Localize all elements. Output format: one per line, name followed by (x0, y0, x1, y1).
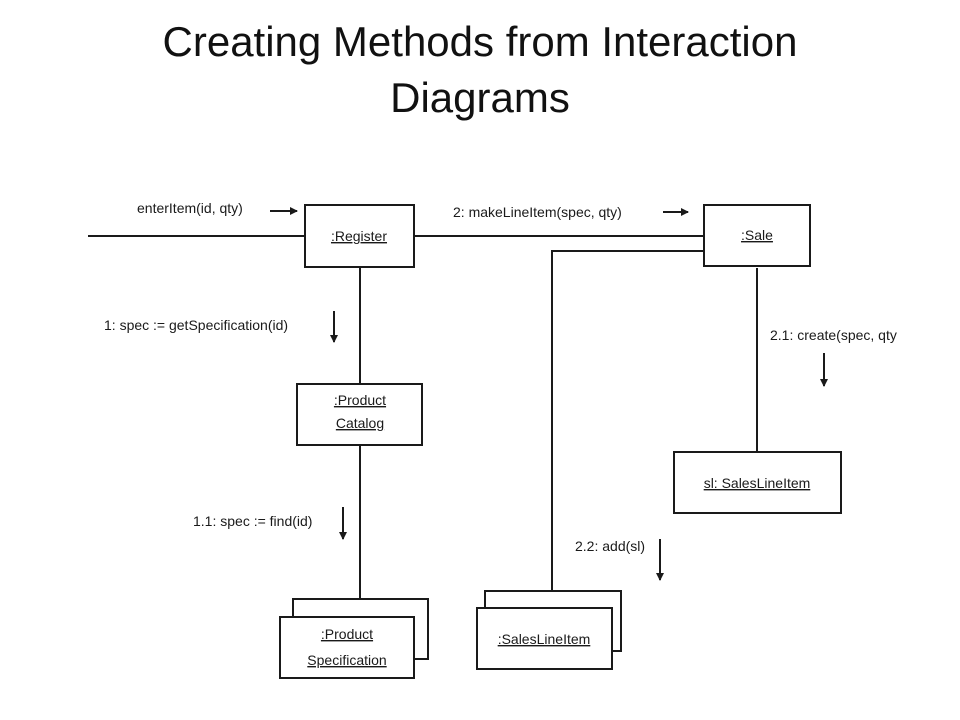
message-enter-item: enterItem(id, qty) (137, 200, 298, 216)
message-get-specification-label: 1: spec := getSpecification(id) (104, 317, 288, 333)
object-product-catalog-label-1: :Product (334, 392, 386, 408)
multiobject-product-specification-label-2: Specification (307, 652, 386, 668)
object-sale-label: :Sale (741, 227, 773, 243)
message-create-label: 2.1: create(spec, qty (770, 327, 897, 343)
message-enter-item-label: enterItem(id, qty) (137, 200, 243, 216)
message-create: 2.1: create(spec, qty (770, 327, 897, 387)
message-find-label: 1.1: spec := find(id) (193, 513, 312, 529)
message-make-line-item-label: 2: makeLineItem(spec, qty) (453, 204, 622, 220)
object-sales-line-item-label: sl: SalesLineItem (704, 475, 811, 491)
multiobject-product-specification: :Product Specification (279, 598, 429, 679)
message-find: 1.1: spec := find(id) (193, 507, 347, 540)
object-product-catalog-label-2: Catalog (336, 415, 384, 431)
message-add: 2.2: add(sl) (575, 538, 664, 581)
object-sale: :Sale (703, 204, 811, 267)
multiobject-sales-line-item-label: :SalesLineItem (498, 631, 591, 647)
message-make-line-item: 2: makeLineItem(spec, qty) (453, 204, 689, 220)
object-register: :Register (304, 204, 415, 268)
object-sales-line-item: sl: SalesLineItem (673, 451, 842, 514)
multiobject-product-specification-label-1: :Product (321, 626, 373, 642)
link-sale-multiobject (551, 250, 704, 591)
links (88, 235, 758, 599)
multiobject-sales-line-item: :SalesLineItem (476, 590, 622, 670)
object-register-label: :Register (331, 228, 387, 244)
message-add-label: 2.2: add(sl) (575, 538, 645, 554)
slide-title: Creating Methods from Interaction Diagra… (162, 18, 798, 121)
message-get-specification: 1: spec := getSpecification(id) (104, 311, 338, 343)
object-product-catalog: :Product Catalog (296, 383, 423, 446)
